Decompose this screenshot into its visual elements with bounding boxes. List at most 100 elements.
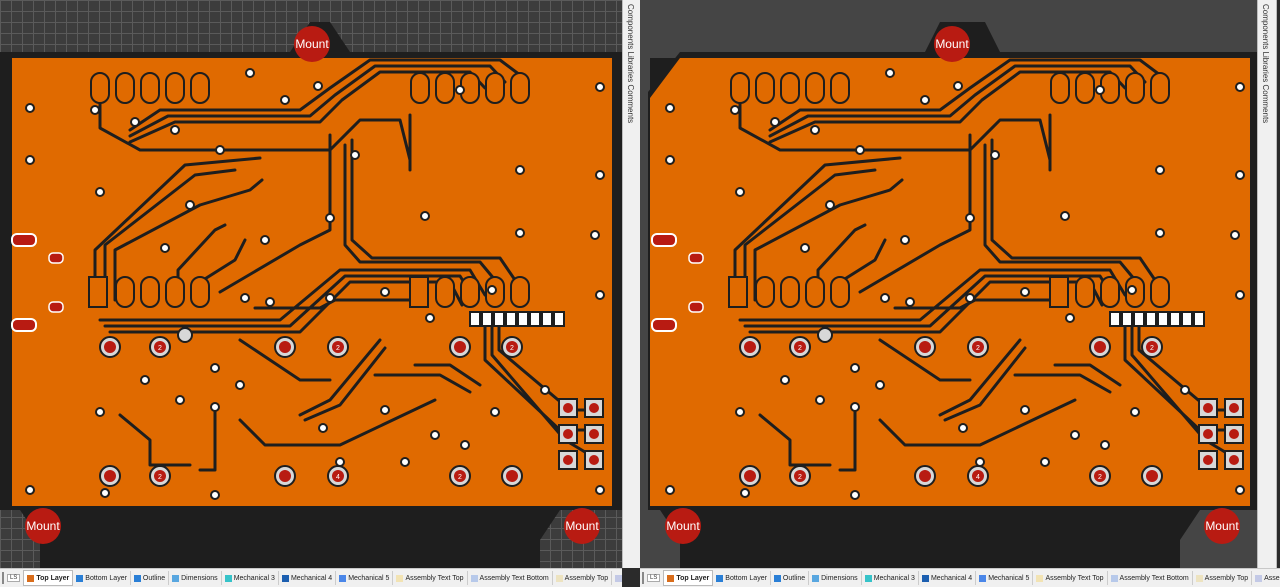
pad-number: 2 <box>798 474 802 481</box>
header-pin <box>1133 311 1145 327</box>
connector-pad <box>140 72 160 104</box>
via <box>855 145 865 155</box>
square-pad-copper <box>1229 429 1239 439</box>
via <box>1100 440 1110 450</box>
side-panel-tabs-label[interactable]: Components Libraries Comments <box>1261 4 1270 124</box>
layer-tab[interactable]: Bottom Layer <box>73 571 131 585</box>
via <box>880 293 890 303</box>
layer-color-swatch <box>27 574 35 582</box>
via <box>175 395 185 405</box>
via <box>1127 285 1137 295</box>
trace <box>878 398 1077 447</box>
layer-tab[interactable]: Dimensions <box>809 571 862 585</box>
layer-tab[interactable]: Mechanical 4 <box>919 571 977 585</box>
via <box>815 395 825 405</box>
square-pad-copper <box>589 429 599 439</box>
via <box>958 423 968 433</box>
trace <box>238 398 437 447</box>
via <box>665 155 675 165</box>
layer-tab[interactable]: Assembly Text Top <box>1033 571 1108 585</box>
layer-tab[interactable]: Assembly Text Bottom <box>468 571 553 585</box>
through-hole-copper <box>332 341 344 353</box>
via <box>420 211 430 221</box>
trace <box>238 338 332 382</box>
via <box>965 293 975 303</box>
via-large <box>817 327 833 343</box>
through-hole-copper <box>104 470 116 482</box>
layer-color-swatch <box>1195 574 1203 582</box>
layer-tab[interactable]: Assembly Bottom <box>612 571 622 585</box>
current-layer-swatch[interactable] <box>2 572 4 584</box>
via <box>380 287 390 297</box>
layer-tab[interactable]: Assembly Text Top <box>393 571 468 585</box>
layer-tab-label: Mechanical 5 <box>988 574 1030 582</box>
header-pin <box>469 311 481 327</box>
square-pad-copper <box>589 455 599 465</box>
layer-tab[interactable]: Mechanical 5 <box>976 571 1034 585</box>
mount-label: Mount <box>26 519 60 533</box>
layer-tab[interactable]: Assembly Top <box>1193 571 1253 585</box>
square-pad-copper <box>1203 403 1213 413</box>
trace <box>118 413 192 467</box>
side-panel-tabs-right[interactable]: Components Libraries Comments <box>1257 0 1277 568</box>
connector-pad <box>510 276 530 308</box>
layer-tab-label: Mechanical 5 <box>348 574 390 582</box>
layer-tab[interactable]: Assembly Top <box>553 571 613 585</box>
via <box>25 103 35 113</box>
via <box>825 200 835 210</box>
via <box>265 297 275 307</box>
layer-tab[interactable]: Mechanical 3 <box>862 571 919 585</box>
mount-hole <box>564 508 600 544</box>
trace <box>253 298 422 310</box>
layer-tab[interactable]: Outline <box>131 571 170 585</box>
layer-tab[interactable]: Top Layer <box>663 570 714 586</box>
via <box>313 81 323 91</box>
layer-color-swatch <box>339 574 347 582</box>
layer-tab[interactable]: Outline <box>771 571 810 585</box>
via <box>595 82 605 92</box>
layer-tab[interactable]: Bottom Layer <box>713 571 771 585</box>
layer-color-swatch <box>76 574 84 582</box>
mount-label: Mount <box>295 37 329 51</box>
layer-tab[interactable]: Mechanical 4 <box>279 571 337 585</box>
trace <box>990 138 1157 282</box>
edge-pad <box>651 318 677 332</box>
via <box>240 293 250 303</box>
connector-pad <box>780 276 800 308</box>
via <box>185 200 195 210</box>
via <box>515 228 525 238</box>
via <box>90 105 100 115</box>
layer-set-button[interactable]: LS <box>7 574 21 582</box>
header-pin <box>1181 311 1193 327</box>
mount-hole <box>665 508 701 544</box>
connector-pad <box>755 276 775 308</box>
via <box>318 423 328 433</box>
via <box>540 385 550 395</box>
via <box>590 230 600 240</box>
trace <box>490 323 592 457</box>
connector-pad-square <box>409 276 429 308</box>
connector-pad <box>1100 276 1120 308</box>
layer-tab[interactable]: Mechanical 3 <box>222 571 279 585</box>
layer-tab[interactable]: Assembly Text Bottom <box>1108 571 1193 585</box>
connector-pad <box>510 72 530 104</box>
connector-pad <box>1075 276 1095 308</box>
side-panel-tabs-label[interactable]: Components Libraries Comments <box>626 4 635 124</box>
trace <box>350 138 517 282</box>
layer-tab[interactable]: Top Layer <box>23 570 74 586</box>
layer-tab[interactable]: Assembly Bottom <box>1252 571 1280 585</box>
side-panel-tabs-left[interactable]: Components Libraries Comments <box>622 0 642 568</box>
layer-color-swatch <box>979 574 987 582</box>
layer-color-swatch <box>1255 574 1263 582</box>
current-layer-swatch[interactable] <box>642 572 644 584</box>
layer-set-button[interactable]: LS <box>647 574 661 582</box>
layer-tab[interactable]: Dimensions <box>169 571 222 585</box>
connector-pad <box>410 72 430 104</box>
mount-hole <box>25 508 61 544</box>
layer-tab[interactable]: Mechanical 5 <box>336 571 394 585</box>
